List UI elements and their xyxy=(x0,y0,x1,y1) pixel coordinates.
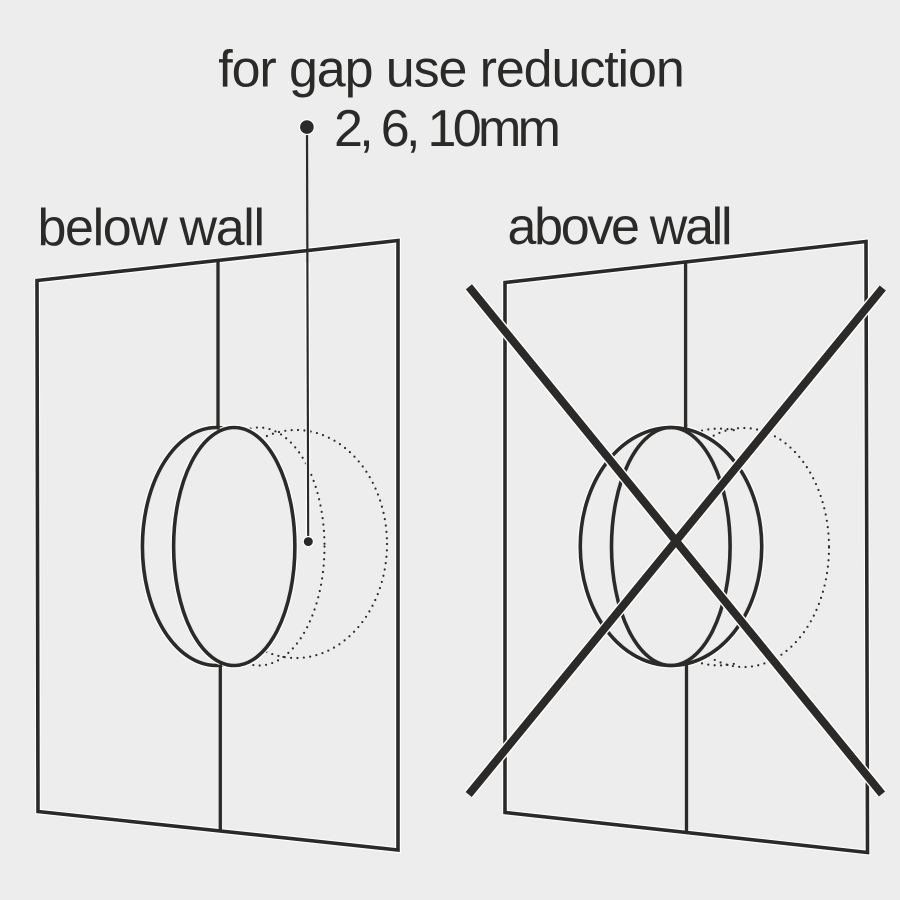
svg-text:below wall: below wall xyxy=(38,199,266,257)
svg-text:above wall: above wall xyxy=(508,198,733,256)
svg-text:2, 6, 10mm: 2, 6, 10mm xyxy=(334,100,561,158)
svg-text:for gap use reduction: for gap use reduction xyxy=(218,41,685,99)
